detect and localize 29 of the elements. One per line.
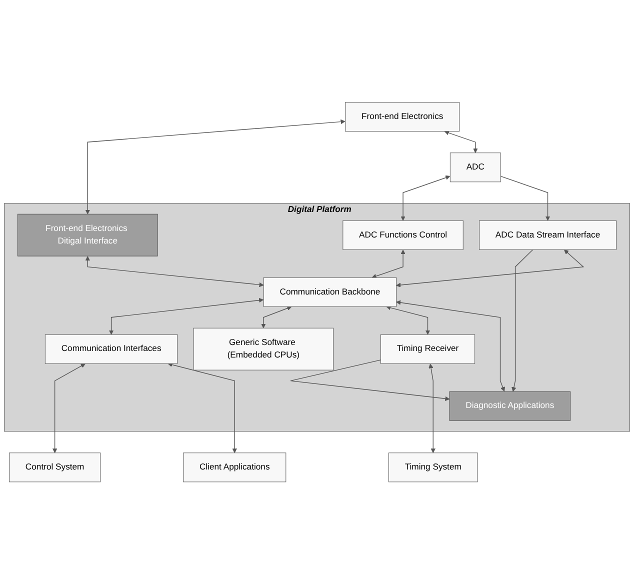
arrow bbox=[512, 249, 534, 392]
arrow bbox=[386, 305, 430, 335]
node-box: ADC bbox=[450, 152, 501, 182]
arrow bbox=[261, 306, 292, 328]
arrow bbox=[108, 298, 264, 335]
arrow bbox=[85, 119, 346, 214]
arrow bbox=[290, 360, 450, 401]
node-box: Front-end Electronics Ditigal Interface bbox=[17, 214, 158, 256]
node-box: Timing System bbox=[388, 452, 478, 482]
arrow bbox=[396, 249, 584, 288]
arrow bbox=[52, 363, 86, 453]
node-box: Communication Backbone bbox=[263, 277, 397, 307]
arrow bbox=[396, 300, 505, 392]
arrow bbox=[444, 130, 478, 153]
node-box: ADC Functions Control bbox=[342, 220, 464, 250]
arrow bbox=[168, 362, 237, 453]
node-box: Diagnostic Applications bbox=[449, 391, 571, 421]
node-box: Control System bbox=[9, 452, 101, 482]
node-box: Generic Software (Embedded CPUs) bbox=[193, 328, 334, 370]
node-box: Client Applications bbox=[183, 452, 286, 482]
node-box: Communication Interfaces bbox=[44, 334, 178, 364]
arrow bbox=[428, 364, 436, 453]
arrow bbox=[400, 175, 450, 221]
arrow bbox=[85, 256, 264, 287]
arrow bbox=[500, 176, 550, 221]
node-box: Timing Receiver bbox=[380, 334, 476, 364]
node-box: Front-end Electronics bbox=[345, 102, 460, 132]
arrow bbox=[372, 250, 406, 278]
node-box: ADC Data Stream Interface bbox=[479, 220, 617, 250]
